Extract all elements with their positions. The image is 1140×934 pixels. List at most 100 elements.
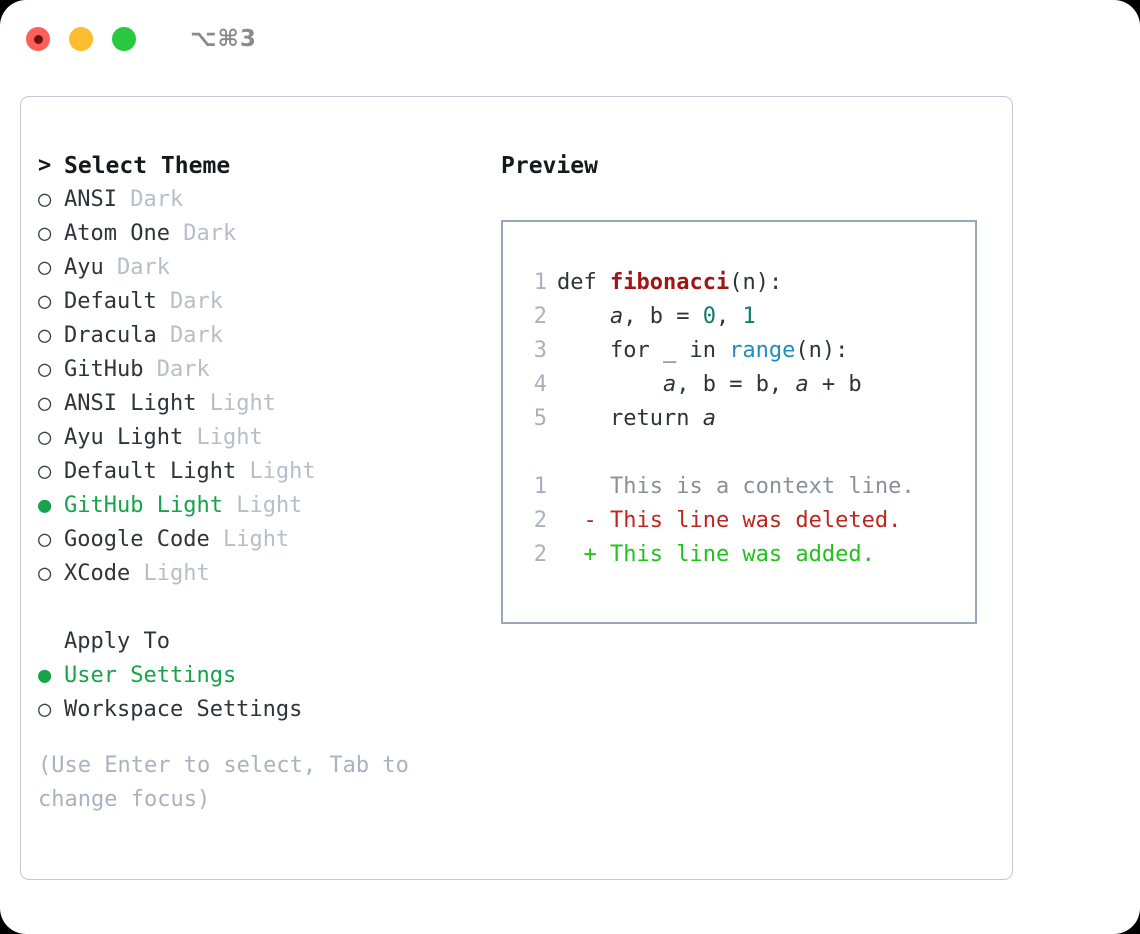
title-bar: ⌥⌘3 bbox=[0, 0, 1140, 78]
theme-list-item[interactable]: ○Dracula Dark bbox=[38, 319, 493, 353]
theme-name-label: Google Code bbox=[64, 527, 210, 552]
theme-label-gap bbox=[157, 319, 170, 353]
minimize-window-button[interactable] bbox=[69, 27, 93, 51]
theme-list-item[interactable]: ○ XCode Light bbox=[38, 557, 493, 591]
diff-sign bbox=[557, 474, 610, 499]
theme-label-gap bbox=[104, 251, 117, 285]
diff-line-number: 2 bbox=[533, 508, 547, 533]
theme-list-item[interactable]: ○Ayu Light Light bbox=[38, 421, 493, 455]
diff-text: This line was added. bbox=[609, 542, 875, 567]
theme-name-label: GitHub Light bbox=[64, 493, 223, 518]
close-window-button[interactable] bbox=[26, 27, 50, 51]
apply-to-item-label: Workspace Settings bbox=[64, 697, 303, 722]
radio-unselected-icon[interactable]: ○ bbox=[38, 697, 52, 722]
code-line-number: 2 bbox=[533, 304, 547, 329]
code-token: a bbox=[702, 406, 716, 431]
apply-to-item[interactable]: ○ Workspace Settings bbox=[38, 693, 493, 727]
theme-name-label: Ayu Light bbox=[64, 425, 184, 450]
theme-name-label: ANSI bbox=[64, 187, 117, 212]
theme-name-label: GitHub bbox=[64, 357, 144, 382]
diff-line-number: 1 bbox=[533, 474, 547, 499]
zoom-window-button[interactable] bbox=[112, 27, 136, 51]
theme-kind-label: Light bbox=[209, 391, 276, 416]
radio-unselected-icon[interactable]: ○ bbox=[38, 357, 52, 382]
theme-list-item[interactable]: ○ GitHub Dark bbox=[38, 353, 493, 387]
prompt-caret-icon: > bbox=[38, 153, 52, 178]
radio-unselected-icon[interactable]: ○ bbox=[38, 289, 52, 314]
radio-unselected-icon[interactable]: ○ bbox=[38, 527, 52, 552]
diff-sign: + bbox=[557, 542, 610, 567]
code-token bbox=[557, 372, 663, 397]
code-line-number: 1 bbox=[533, 270, 547, 295]
theme-kind-label: Dark bbox=[169, 323, 223, 348]
select-theme-heading-label: Select Theme bbox=[64, 153, 231, 179]
code-token: 0 bbox=[702, 304, 716, 329]
diff-line: 2 + This line was added. bbox=[521, 538, 975, 572]
diff-text: This is a context line. bbox=[609, 474, 915, 499]
theme-label-gap bbox=[130, 557, 143, 591]
theme-kind-label: Light bbox=[222, 527, 290, 552]
code-line-number: 3 bbox=[533, 338, 547, 363]
theme-label-gap bbox=[117, 183, 130, 217]
apply-to-list: ● User Settings ○ Workspace Settings bbox=[38, 659, 493, 727]
radio-unselected-icon[interactable]: ○ bbox=[38, 391, 52, 416]
theme-name-label: ANSI Light bbox=[64, 391, 197, 416]
preview-title: Preview bbox=[501, 153, 598, 179]
code-token: range bbox=[729, 338, 796, 363]
theme-label-gap bbox=[210, 523, 223, 557]
theme-kind-label: Dark bbox=[130, 187, 184, 212]
theme-list-item[interactable]: ○ ANSI Light Light bbox=[38, 387, 493, 421]
apply-to-heading: ○Apply To bbox=[38, 625, 493, 659]
code-line: 3 for _ in range(n): bbox=[521, 334, 975, 368]
radio-unselected-icon[interactable]: ○ bbox=[38, 323, 52, 348]
code-token: return bbox=[557, 406, 703, 431]
code-token: a bbox=[609, 304, 624, 329]
code-line: 2 a, b = 0, 1 bbox=[521, 300, 975, 334]
apply-to-item-label: User Settings bbox=[64, 663, 237, 688]
apply-to-item[interactable]: ● User Settings bbox=[38, 659, 493, 693]
theme-kind-label: Dark bbox=[156, 357, 210, 382]
theme-list-item[interactable]: ●GitHub Light Light bbox=[38, 489, 493, 523]
code-line: 5 return a bbox=[521, 402, 975, 436]
diff-sign: - bbox=[557, 508, 610, 533]
theme-list-item[interactable]: ○Default Dark bbox=[38, 285, 493, 319]
theme-list-item[interactable]: ○ Atom One Dark bbox=[38, 217, 493, 251]
theme-label-gap bbox=[157, 285, 170, 319]
theme-name-label: XCode bbox=[64, 561, 131, 586]
code-token: fibonacci bbox=[609, 270, 730, 295]
theme-list-item[interactable]: ○Ayu Dark bbox=[38, 251, 493, 285]
theme-list-item[interactable]: ○ Google Code Light bbox=[38, 523, 493, 557]
radio-selected-icon[interactable]: ● bbox=[38, 663, 52, 688]
radio-unselected-icon[interactable]: ○ bbox=[38, 187, 52, 212]
diff-line-number: 2 bbox=[533, 542, 547, 567]
theme-list-item[interactable]: ○ ANSI Dark bbox=[38, 183, 493, 217]
radio-unselected-icon[interactable]: ○ bbox=[38, 255, 52, 280]
radio-unselected-icon[interactable]: ○ bbox=[38, 221, 52, 246]
radio-unselected-icon[interactable]: ○ bbox=[38, 425, 52, 450]
code-token: def bbox=[557, 270, 610, 295]
theme-name-label: Ayu bbox=[64, 255, 104, 280]
traffic-lights bbox=[26, 27, 136, 51]
code-diff-separator bbox=[521, 436, 975, 470]
theme-name-label: Atom One bbox=[64, 221, 170, 246]
radio-unselected-icon[interactable]: ○ bbox=[38, 561, 52, 586]
radio-selected-icon[interactable]: ● bbox=[38, 493, 52, 518]
theme-list-item[interactable]: ○Default Light Light bbox=[38, 455, 493, 489]
theme-label-gap bbox=[170, 217, 183, 251]
theme-kind-label: Dark bbox=[183, 221, 237, 246]
code-token: , b = bbox=[623, 304, 703, 329]
theme-list: ○ ANSI Dark ○ Atom One Dark ○ Ayu Dark ○Defaul… bbox=[38, 183, 493, 591]
diff-line: 2 - This line was deleted. bbox=[521, 504, 975, 538]
theme-kind-label: Light bbox=[143, 561, 210, 586]
diff-sample: 1 This is a context line. 2 - This line w… bbox=[521, 470, 975, 572]
code-token: (n): bbox=[795, 338, 849, 363]
radio-unselected-icon[interactable]: ○ bbox=[38, 459, 52, 484]
code-line-number: 4 bbox=[533, 372, 547, 397]
keyboard-hint-text: (Use Enter to select, Tab to change focu… bbox=[38, 753, 409, 812]
select-theme-heading: > Select Theme bbox=[38, 149, 493, 183]
code-token: for _ in bbox=[557, 338, 730, 363]
